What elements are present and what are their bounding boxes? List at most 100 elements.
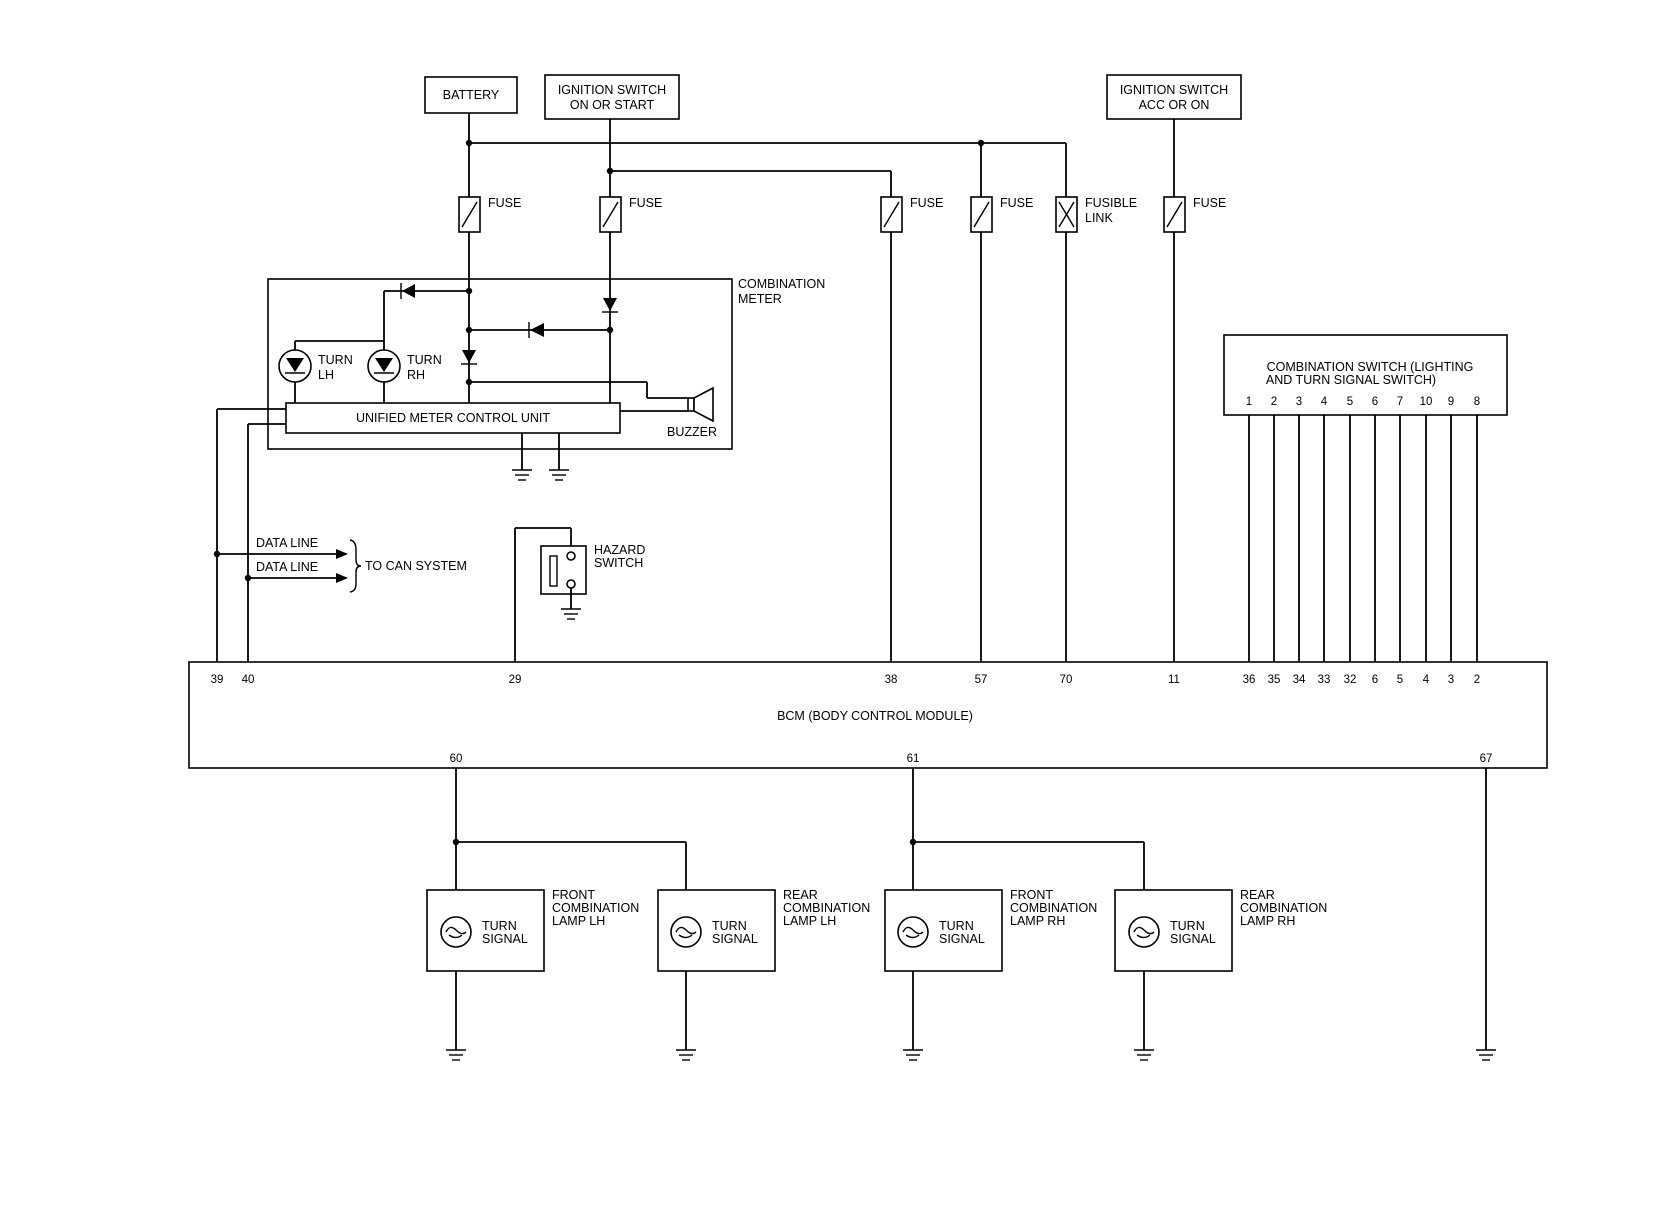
front-lh-name-2: COMBINATION xyxy=(552,901,639,915)
combination-switch-pin: 2 xyxy=(1271,396,1277,408)
control-unit-label: UNIFIED METER CONTROL UNIT xyxy=(356,411,550,425)
fusible-link: FUSIBLE LINK xyxy=(1055,196,1137,233)
combination-switch-title-1: COMBINATION SWITCH (LIGHTING xyxy=(1267,360,1474,374)
combination-switch-pin: 1 xyxy=(1246,396,1252,408)
front-combination-lamp-lh: TURN SIGNAL FRONT COMBINATION LAMP LH xyxy=(426,888,639,972)
turn-lh-indicator: TURN LH xyxy=(278,349,353,383)
turn-lh-label-1: TURN xyxy=(318,353,353,367)
combination-switch-pin: 6 xyxy=(1372,396,1378,408)
fuse-1-label: FUSE xyxy=(488,196,521,210)
data-line-1-label: DATA LINE xyxy=(256,536,318,550)
bcm-top-pin: 36 xyxy=(1243,674,1256,686)
diode-ign xyxy=(602,298,618,313)
front-lh-name-3: LAMP LH xyxy=(552,914,605,928)
rear-lh-name-1: REAR xyxy=(783,888,818,902)
rear-combination-lamp-lh: TURN SIGNAL REAR COMBINATION LAMP LH xyxy=(657,888,870,972)
turn-lh-label-2: LH xyxy=(318,368,334,382)
ign-acc-on-label-1: IGNITION SWITCH xyxy=(1120,83,1228,97)
combination-switch: COMBINATION SWITCH (LIGHTING AND TURN SI… xyxy=(1223,334,1508,662)
combination-switch-pin: 10 xyxy=(1420,396,1433,408)
fuse-3: FUSE xyxy=(880,196,943,233)
turn-rh-label-1: TURN xyxy=(407,353,442,367)
unified-meter-control-unit: UNIFIED METER CONTROL UNIT xyxy=(285,402,621,434)
bcm-title: BCM (BODY CONTROL MODULE) xyxy=(777,709,973,723)
front-rh-signal-1: TURN xyxy=(939,919,974,933)
combination-meter: COMBINATION METER xyxy=(267,232,825,481)
buzzer: BUZZER xyxy=(667,386,717,439)
front-rh-name-3: LAMP RH xyxy=(1010,914,1065,928)
fusible-link-label-1: FUSIBLE xyxy=(1085,196,1137,210)
front-rh-name-1: FRONT xyxy=(1010,888,1053,902)
battery-label: BATTERY xyxy=(443,88,500,102)
bcm-top-pin: 11 xyxy=(1168,674,1180,686)
bcm-top-pin: 4 xyxy=(1423,674,1430,686)
rear-combination-lamp-rh: TURN SIGNAL REAR COMBINATION LAMP RH xyxy=(1114,888,1327,972)
fuse-to-bcm-wires xyxy=(890,232,1175,662)
ground-symbol xyxy=(446,1049,466,1061)
turn-rh-indicator: TURN RH xyxy=(367,349,442,383)
combination-switch-pin: 4 xyxy=(1321,396,1328,408)
bcm-top-pin: 2 xyxy=(1474,674,1480,686)
bcm-bottom-pin: 60 xyxy=(450,753,463,765)
combination-switch-pin: 7 xyxy=(1397,396,1403,408)
bcm-top-pin: 70 xyxy=(1060,674,1073,686)
rear-rh-signal-2: SIGNAL xyxy=(1170,932,1216,946)
bcm-top-pin: 57 xyxy=(975,674,988,686)
ground-symbol xyxy=(1476,1049,1496,1061)
fusible-link-label-2: LINK xyxy=(1085,211,1113,225)
bcm-bottom-pin: 61 xyxy=(907,753,920,765)
rear-lh-signal-2: SIGNAL xyxy=(712,932,758,946)
combination-switch-pin: 5 xyxy=(1347,396,1353,408)
meter-internal-wiring xyxy=(294,232,688,470)
meter-ground-2 xyxy=(549,469,569,481)
bottom-grounds xyxy=(446,1049,1496,1061)
fuse-3-label: FUSE xyxy=(910,196,943,210)
hazard-switch: HAZARD SWITCH xyxy=(514,527,645,662)
fuse-6-label: FUSE xyxy=(1193,196,1226,210)
combination-switch-title-2: AND TURN SIGNAL SWITCH) xyxy=(1266,373,1436,387)
bcm-top-pin: 6 xyxy=(1372,674,1378,686)
battery-source: BATTERY xyxy=(424,76,518,114)
rear-rh-name-3: LAMP RH xyxy=(1240,914,1295,928)
combination-meter-title-2: METER xyxy=(738,292,782,306)
bcm-top-pin: 38 xyxy=(885,674,898,686)
combination-switch-wires xyxy=(1248,415,1478,662)
rear-lh-name-3: LAMP LH xyxy=(783,914,836,928)
rear-rh-name-1: REAR xyxy=(1240,888,1275,902)
fuse-4: FUSE xyxy=(970,196,1033,233)
rear-lh-signal-1: TURN xyxy=(712,919,747,933)
combination-switch-pin: 3 xyxy=(1296,396,1302,408)
rear-rh-name-2: COMBINATION xyxy=(1240,901,1327,915)
ground-symbol xyxy=(676,1049,696,1061)
bcm-top-pin: 33 xyxy=(1318,674,1331,686)
fuse-4-label: FUSE xyxy=(1000,196,1033,210)
ignition-switch-on-start: IGNITION SWITCH ON OR START xyxy=(544,74,680,120)
top-wiring xyxy=(465,113,1175,197)
front-rh-signal-2: SIGNAL xyxy=(939,932,985,946)
hazard-switch-label-2: SWITCH xyxy=(594,556,643,570)
fuse-2-label: FUSE xyxy=(629,196,662,210)
meter-ground-1 xyxy=(512,469,532,481)
turn-rh-label-2: RH xyxy=(407,368,425,382)
ground-symbol xyxy=(1134,1049,1154,1061)
ignition-switch-acc-on: IGNITION SWITCH ACC OR ON xyxy=(1106,74,1242,120)
bcm-top-pin: 40 xyxy=(242,674,255,686)
combination-switch-pin: 8 xyxy=(1474,396,1480,408)
front-lh-signal-2: SIGNAL xyxy=(482,932,528,946)
bcm-top-pin: 35 xyxy=(1268,674,1281,686)
ign-on-start-label-1: IGNITION SWITCH xyxy=(558,83,666,97)
can-data-lines: DATA LINE DATA LINE TO CAN SYSTEM xyxy=(213,408,467,662)
bcm-top-pin: 3 xyxy=(1448,674,1454,686)
front-lh-signal-1: TURN xyxy=(482,919,517,933)
diode-top xyxy=(400,283,415,299)
fuse-2: FUSE xyxy=(599,196,662,233)
fuse-1: FUSE xyxy=(458,196,521,233)
diode-battery xyxy=(461,350,477,365)
data-line-2-label: DATA LINE xyxy=(256,560,318,574)
ground-symbol xyxy=(903,1049,923,1061)
front-combination-lamp-rh: TURN SIGNAL FRONT COMBINATION LAMP RH xyxy=(884,888,1097,972)
rear-rh-signal-1: TURN xyxy=(1170,919,1205,933)
